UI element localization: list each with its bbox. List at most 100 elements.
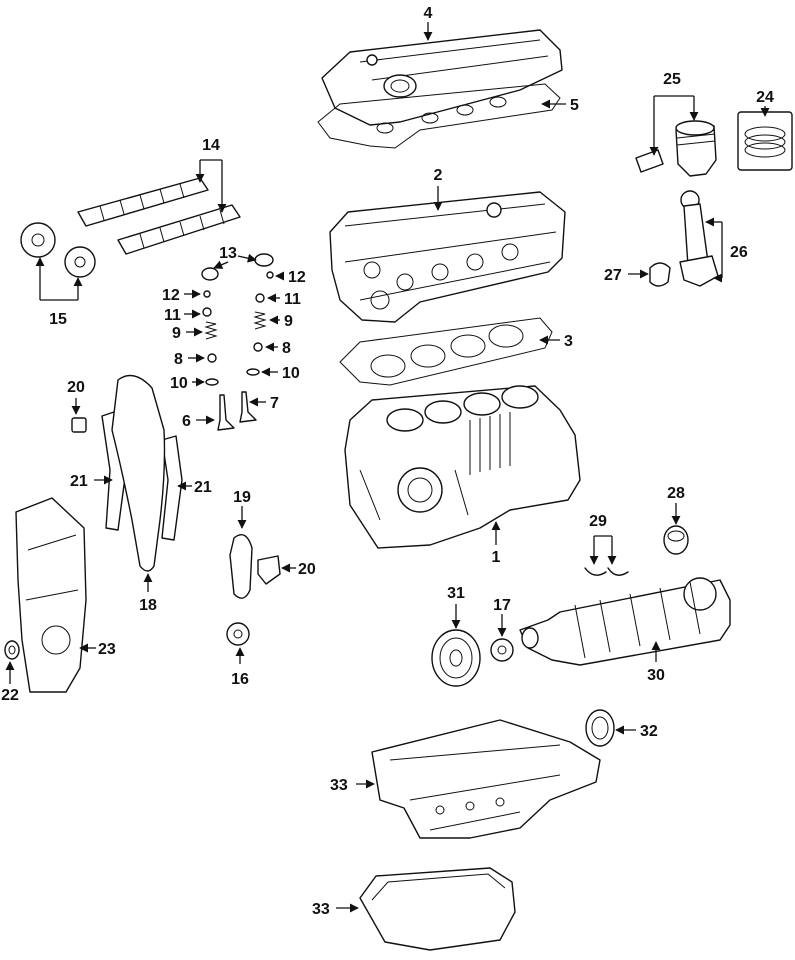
svg-text:16: 16 (231, 671, 249, 688)
callout-8-left: 8 (174, 351, 205, 368)
connecting-rod (679, 190, 719, 287)
svg-text:10: 10 (282, 365, 300, 382)
callout-7: 7 (249, 395, 279, 412)
svg-text:22: 22 (1, 687, 19, 704)
callout-10-left: 10 (170, 375, 205, 392)
oil-pump-chain (229, 534, 253, 599)
callout-10-right: 10 (261, 365, 300, 382)
svg-text:26: 26 (730, 244, 748, 261)
callout-28: 28 (667, 485, 685, 525)
svg-text:3: 3 (564, 333, 573, 350)
callout-27: 27 (604, 267, 649, 284)
svg-text:9: 9 (172, 325, 181, 342)
svg-text:20: 20 (67, 379, 85, 396)
spring-seats (205, 368, 260, 386)
svg-text:21: 21 (194, 479, 212, 496)
crank-pulley (431, 629, 481, 687)
svg-text:12: 12 (162, 287, 180, 304)
valve-cover (321, 29, 563, 126)
thrust-washers (584, 567, 629, 576)
lower-oil-pan (359, 867, 516, 951)
crankshaft (519, 577, 731, 666)
svg-text:30: 30 (647, 667, 665, 684)
callout-5: 5 (541, 97, 579, 114)
callout-20-upper: 20 (67, 379, 85, 415)
callout-9-left: 9 (172, 325, 203, 342)
main-bearing (663, 525, 689, 555)
cam-sprockets (20, 222, 96, 278)
callout-17: 17 (493, 597, 511, 637)
callout-1: 1 (491, 521, 501, 566)
callout-22: 22 (1, 661, 19, 704)
callout-16: 16 (231, 647, 249, 688)
piston-rings (737, 111, 793, 171)
callout-18: 18 (139, 573, 157, 614)
svg-text:4: 4 (424, 5, 433, 22)
callout-3: 3 (539, 333, 573, 350)
callout-8-right: 8 (265, 340, 291, 357)
svg-text:29: 29 (589, 513, 607, 530)
callout-31: 31 (447, 585, 465, 629)
callout-11-left: 11 (164, 307, 201, 324)
svg-text:17: 17 (493, 597, 511, 614)
svg-text:15: 15 (49, 311, 67, 328)
callout-32: 32 (615, 723, 658, 740)
callout-33-upper: 33 (330, 777, 375, 794)
callout-33-lower: 33 (312, 901, 359, 918)
head-gasket (339, 317, 553, 386)
valve-keepers (202, 271, 274, 317)
chain-guide-right (161, 435, 183, 541)
svg-text:9: 9 (284, 313, 293, 330)
callout-21-left: 21 (70, 473, 113, 490)
callout-24: 24 (756, 89, 774, 117)
svg-text:33: 33 (330, 777, 348, 794)
camshafts (77, 177, 241, 255)
svg-text:13: 13 (219, 245, 237, 262)
valve-seals (207, 342, 263, 363)
callout-2: 2 (433, 167, 443, 211)
engine-block (344, 385, 581, 549)
svg-text:2: 2 (434, 167, 443, 184)
piston (635, 120, 717, 177)
callout-15: 15 (35, 257, 83, 328)
valve-springs (204, 311, 267, 340)
svg-text:21: 21 (70, 473, 88, 490)
svg-text:27: 27 (604, 267, 622, 284)
timing-chain (111, 374, 166, 572)
svg-text:6: 6 (182, 413, 191, 430)
svg-text:10: 10 (170, 375, 188, 392)
svg-text:14: 14 (202, 137, 220, 154)
svg-text:25: 25 (663, 71, 681, 88)
valve-cover-gasket (317, 83, 561, 149)
svg-text:33: 33 (312, 901, 330, 918)
valve-lifters (201, 253, 274, 281)
rod-bearing (649, 262, 671, 287)
callout-12-right: 12 (275, 269, 306, 286)
callout-19: 19 (233, 489, 251, 529)
callout-14: 14 (195, 137, 227, 213)
svg-text:11: 11 (164, 307, 181, 324)
callout-26: 26 (705, 217, 748, 283)
svg-text:18: 18 (139, 597, 157, 614)
svg-text:19: 19 (233, 489, 251, 506)
cylinder-head (329, 191, 566, 323)
svg-text:32: 32 (640, 723, 658, 740)
svg-text:8: 8 (282, 340, 291, 357)
svg-text:31: 31 (447, 585, 465, 602)
callout-29: 29 (589, 513, 617, 565)
front-crank-seal (4, 640, 20, 660)
svg-text:1: 1 (492, 549, 501, 566)
oil-pump-sprocket (226, 622, 250, 646)
timing-cover (15, 497, 87, 693)
chain-tensioner-upper (71, 417, 87, 433)
upper-oil-pan (371, 719, 601, 839)
rear-main-seal (585, 709, 615, 747)
crank-sprocket (490, 638, 514, 662)
svg-text:5: 5 (570, 97, 579, 114)
callout-30: 30 (647, 641, 665, 684)
callout-23: 23 (79, 641, 116, 658)
callout-11-right: 11 (267, 291, 301, 308)
svg-text:24: 24 (756, 89, 774, 106)
callout-25: 25 (649, 71, 699, 156)
svg-text:8: 8 (174, 351, 183, 368)
